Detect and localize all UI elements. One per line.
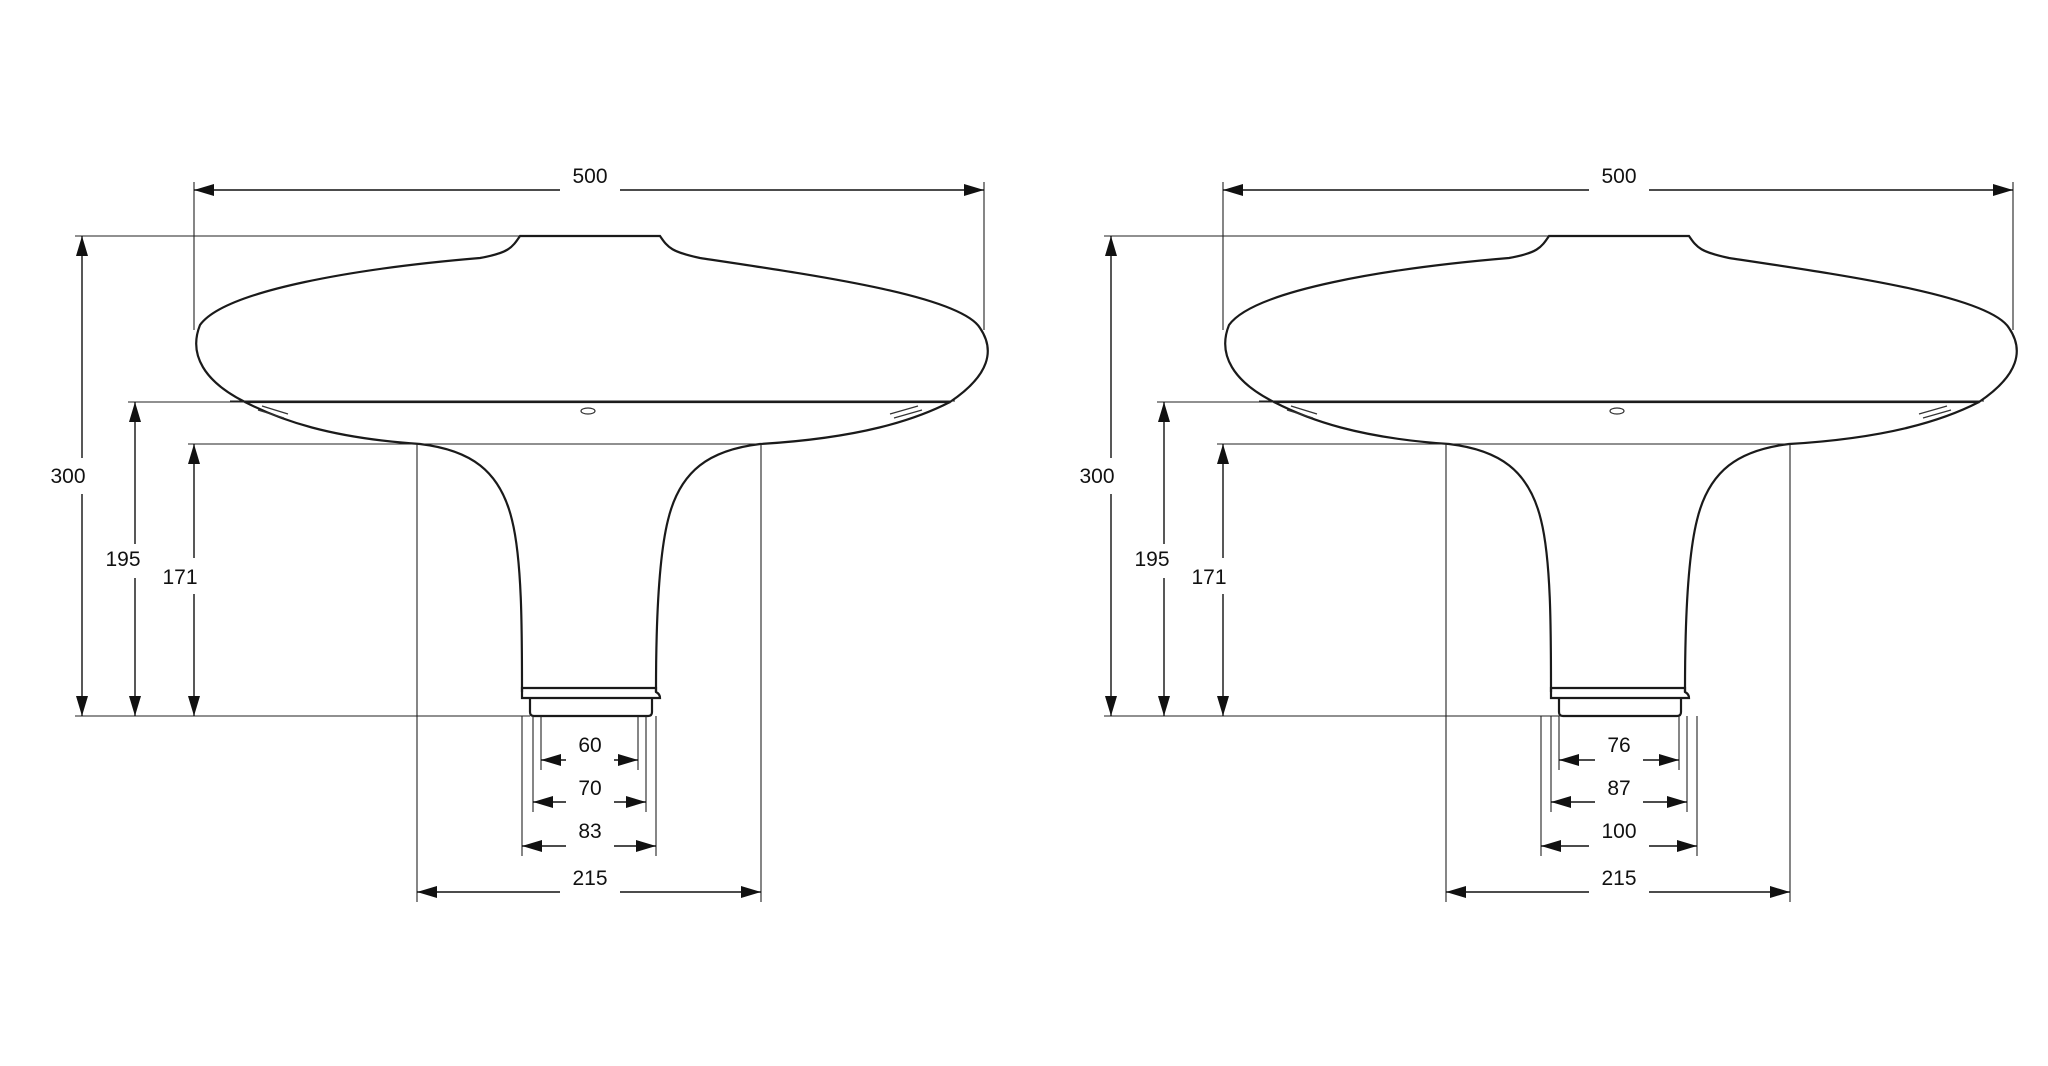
dim-label: 195 bbox=[105, 548, 140, 571]
lamp-outline-right bbox=[1224, 234, 2018, 718]
view-right: 500 300 195 171 bbox=[1079, 165, 2018, 902]
dim-diameter-outer: 100 bbox=[1541, 820, 1697, 852]
dim-label: 83 bbox=[578, 820, 601, 843]
dim-diameter-inner: 60 bbox=[541, 734, 638, 766]
dim-overall-width: 500 bbox=[1223, 165, 2013, 196]
dim-stem-top-width: 215 bbox=[1446, 867, 1790, 898]
dim-label: 76 bbox=[1607, 734, 1630, 757]
dim-label: 70 bbox=[578, 777, 601, 800]
dim-overall-width: 500 bbox=[194, 165, 984, 196]
dim-label: 300 bbox=[50, 465, 85, 488]
dim-overall-height: 300 bbox=[50, 236, 88, 716]
dim-diameter-inner: 76 bbox=[1559, 734, 1679, 766]
dim-diameter-mid: 70 bbox=[533, 777, 646, 808]
dim-label: 215 bbox=[572, 867, 607, 890]
dim-diameter-mid: 87 bbox=[1551, 777, 1687, 808]
dim-label: 300 bbox=[1079, 465, 1114, 488]
dim-label: 195 bbox=[1134, 548, 1169, 571]
lamp-outline-left bbox=[195, 234, 989, 718]
dim-height-to-rim: 195 bbox=[105, 402, 141, 716]
dim-stem-height: 171 bbox=[1191, 444, 1229, 716]
dim-overall-height: 300 bbox=[1079, 236, 1117, 716]
dim-label: 87 bbox=[1607, 777, 1630, 800]
dim-label: 100 bbox=[1601, 820, 1636, 843]
dim-label: 500 bbox=[1601, 165, 1636, 188]
dim-diameter-outer: 83 bbox=[522, 820, 656, 852]
dim-label: 215 bbox=[1601, 867, 1636, 890]
dim-stem-top-width: 215 bbox=[417, 867, 761, 898]
view-left: 500 300 195 171 bbox=[50, 165, 989, 902]
dim-label: 500 bbox=[572, 165, 607, 188]
dim-stem-height: 171 bbox=[162, 444, 200, 716]
dim-label: 60 bbox=[578, 734, 601, 757]
dim-label: 171 bbox=[162, 566, 197, 589]
dim-height-to-rim: 195 bbox=[1134, 402, 1170, 716]
dim-label: 171 bbox=[1191, 566, 1226, 589]
